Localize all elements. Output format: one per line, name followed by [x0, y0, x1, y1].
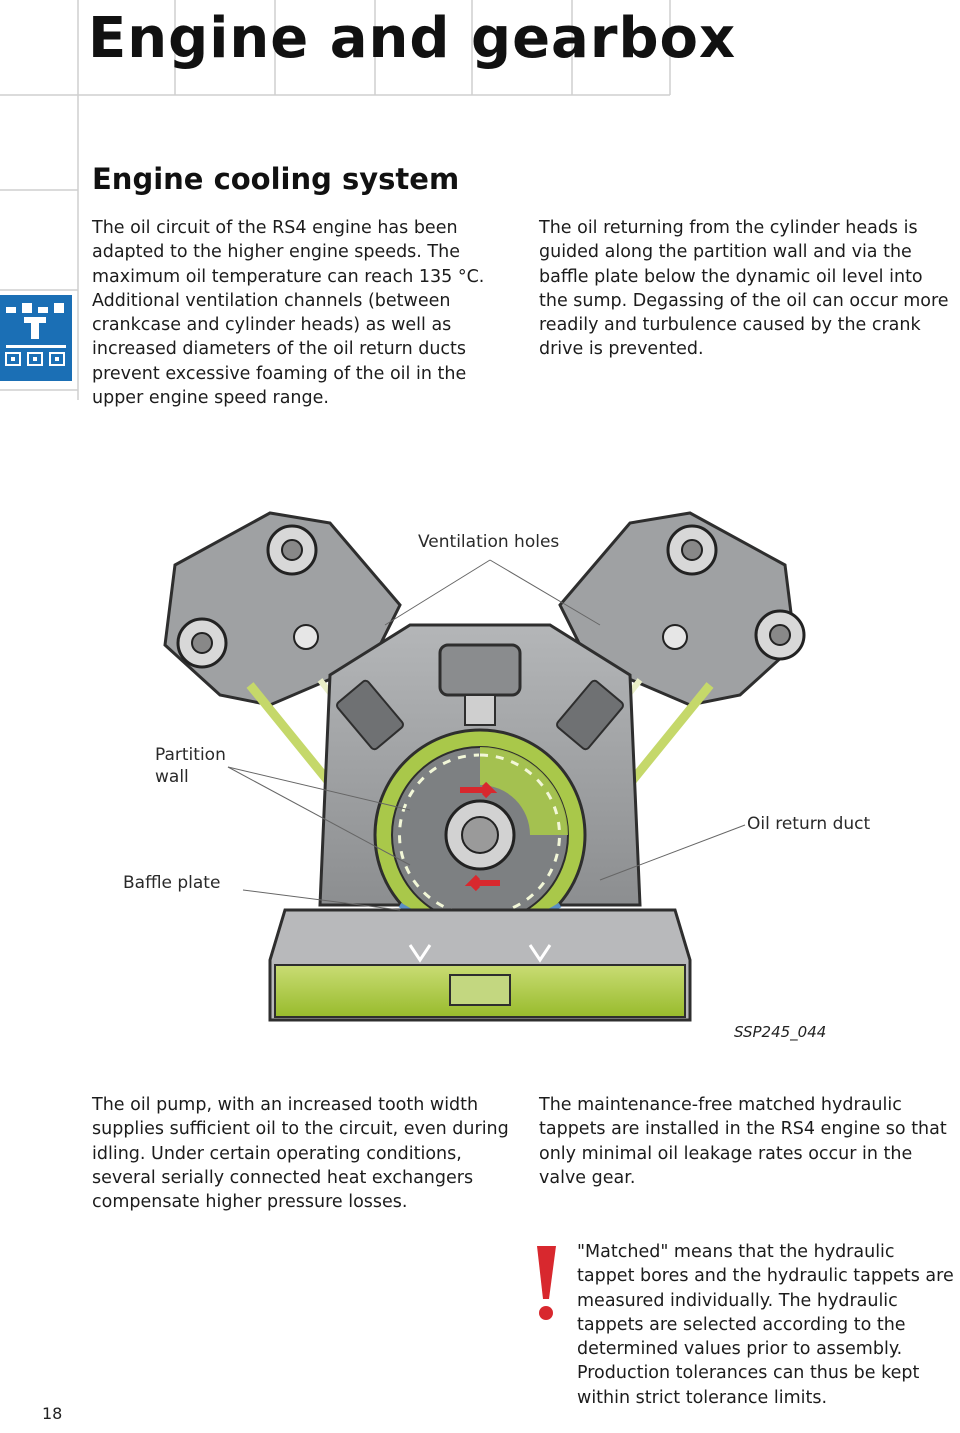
header-grid: [0, 0, 671, 400]
oil-pump-paragraph: The oil pump, with an increased tooth wi…: [92, 1095, 509, 1213]
intro-paragraph-right: The oil returning from the cylinder head…: [539, 218, 949, 360]
label-partition-wall-line1: Partition: [155, 745, 226, 765]
page-number: 18: [42, 1404, 63, 1423]
section-heading: Engine cooling system: [92, 162, 460, 196]
tappets-paragraph: The maintenance-free matched hydraulic t…: [539, 1095, 947, 1188]
label-baffle-plate: Baffle plate: [123, 873, 221, 893]
intro-paragraph-left: The oil circuit of the RS4 engine has be…: [92, 218, 485, 409]
label-oil-return-duct: Oil return duct: [747, 814, 871, 834]
exclamation-icon: [537, 1246, 556, 1320]
page-title: Engine and gearbox: [88, 6, 737, 71]
label-partition-wall-line2: wall: [155, 767, 189, 787]
engine-oil-circuit-diagram: [163, 511, 806, 1022]
label-ventilation-holes: Ventilation holes: [418, 532, 560, 552]
matched-note: "Matched" means that the hydraulic tappe…: [577, 1242, 954, 1408]
engine-section-icon: [0, 295, 72, 381]
diagram-caption: SSP245_044: [734, 1023, 827, 1041]
